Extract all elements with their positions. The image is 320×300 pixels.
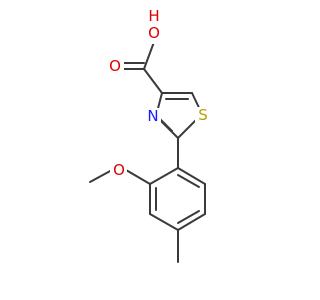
bond-ar4-ar5 (177, 213, 206, 231)
bond-ome-ch3 (89, 169, 113, 183)
bond-ar3-ar4 (149, 213, 179, 231)
thiazole-n-label: N (147, 107, 158, 125)
methoxy-o-label: O (113, 161, 125, 179)
molecule-drawing: H O O S N O (89, 7, 211, 263)
thiazole-s-label: S (198, 106, 208, 124)
atom-labels: H O O S N O (106, 7, 211, 179)
bond-ar6-ar1-inner (177, 174, 200, 188)
hydroxyl-o-label: O (148, 24, 160, 42)
bond-ar1-ar2 (149, 167, 179, 185)
bond-c-oh (143, 41, 155, 70)
bond-ar4-ar5-inner (177, 210, 200, 224)
bond-ar6-ar1 (177, 167, 206, 185)
structure-canvas: H O O S N O (89, 7, 211, 263)
bond-cooh-ring (143, 68, 163, 94)
carbonyl-o-label: O (109, 57, 121, 75)
hydroxyl-h-label: H (148, 7, 159, 25)
bond-ar2-ome (125, 169, 151, 185)
